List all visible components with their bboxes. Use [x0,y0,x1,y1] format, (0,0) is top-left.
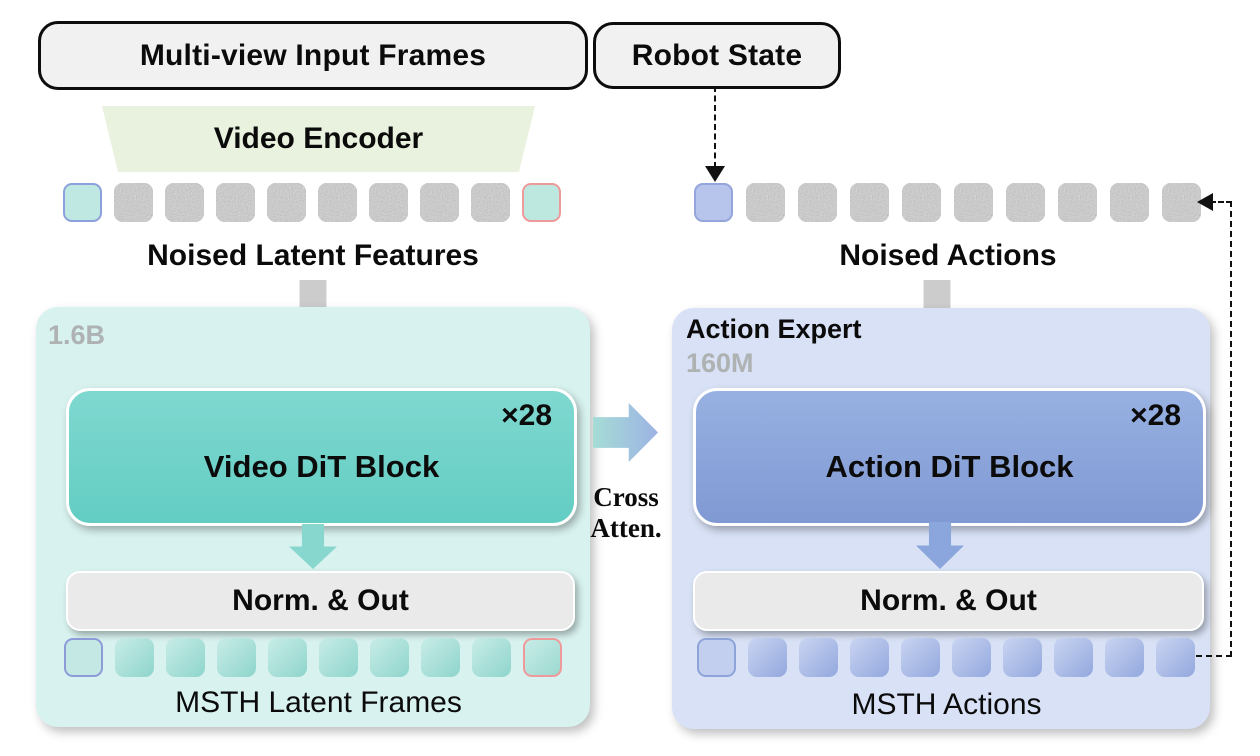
video-params-label: 1.6B [48,320,106,350]
action-dit-repeat-label: ×28 [1130,399,1181,432]
noised-actions-token-row [694,183,1201,222]
robot-state-box: Robot State [593,22,841,89]
token-noise [165,183,204,222]
feedback-dashed-bottom [1196,655,1232,657]
noised-latent-features-label: Noised Latent Features [147,239,479,272]
token-out-teal [166,638,205,677]
token-noise [216,183,255,222]
multiview-input-frames-label: Multi-view Input Frames [139,38,487,72]
token-noise [1162,183,1201,222]
noised-actions-label: Noised Actions [839,239,1057,272]
robot-state-dashed-line [714,86,716,168]
token-out-teal [421,638,460,677]
token-out-blue [1156,638,1195,677]
token-noise [746,183,785,222]
cross-attention-line2: Atten. [590,513,662,543]
cross-attention-label: Cross Atten. [576,482,676,544]
token-noise [267,183,306,222]
video-dit-block-label: Video DiT Block [203,449,440,484]
video-dit-block: Video DiT Block ×28 [66,388,577,526]
token-out-blue [901,638,940,677]
token-out-blue [1105,638,1144,677]
token-noise [1006,183,1045,222]
token-out-blue [799,638,838,677]
token-noise [1058,183,1097,222]
token-out-blue [952,638,991,677]
multiview-input-frames-box: Multi-view Input Frames [38,21,588,90]
msth-actions-label: MSTH Actions [851,688,1042,721]
token-clean-teal-first [63,183,102,222]
robot-state-label: Robot State [631,38,803,72]
video-dit-repeat-label: ×28 [501,399,552,432]
token-out-blue [1054,638,1093,677]
token-out-teal [115,638,154,677]
cross-attention-line1: Cross [593,482,659,512]
msth-actions-token-row [697,638,1195,677]
action-dit-block: Action DiT Block ×28 [693,388,1206,526]
token-out-teal [217,638,256,677]
msth-latent-token-row [64,638,562,677]
action-expert-title: Action Expert [686,314,862,344]
token-out-blue [748,638,787,677]
token-noise [471,183,510,222]
token-state-blue [694,183,733,222]
token-out-blue [1003,638,1042,677]
token-out-teal-first [64,638,103,677]
token-clean-teal-last [522,183,561,222]
cross-attention-arrow-icon [593,403,658,462]
token-out-teal [268,638,307,677]
video-norm-out-label: Norm. & Out [232,584,409,617]
token-noise [420,183,459,222]
token-out-blue [850,638,889,677]
token-noise [318,183,357,222]
robot-state-arrowhead-icon [705,166,725,182]
action-params-label: 160M [686,348,754,378]
token-out-blue-first [697,638,736,677]
feedback-dashed-vertical [1230,201,1232,657]
noised-latent-token-row [63,183,561,222]
token-out-teal [472,638,511,677]
token-noise [1110,183,1149,222]
video-encoder-trapezoid: Video Encoder [102,106,535,172]
token-noise [954,183,993,222]
feedback-dashed-top [1210,201,1232,203]
token-out-teal [319,638,358,677]
action-dit-block-label: Action DiT Block [825,449,1074,484]
msth-latent-frames-label: MSTH Latent Frames [175,686,462,719]
token-noise [850,183,889,222]
token-out-teal [370,638,409,677]
token-noise [902,183,941,222]
video-norm-out-box: Norm. & Out [66,571,575,631]
token-noise [798,183,837,222]
token-out-teal-last [523,638,562,677]
action-norm-out-box: Norm. & Out [693,571,1204,631]
video-encoder-label: Video Encoder [213,122,424,155]
token-noise [369,183,408,222]
action-norm-out-label: Norm. & Out [860,584,1037,617]
token-noise [114,183,153,222]
